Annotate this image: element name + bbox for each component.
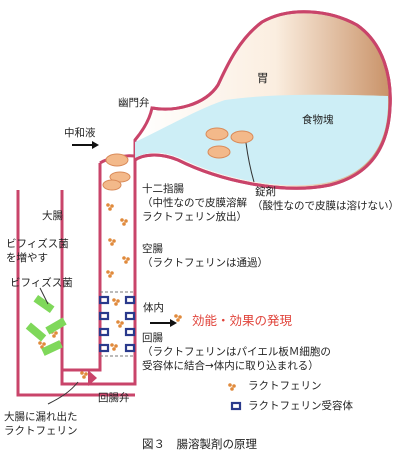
ileum-note-2: 受容体に結合→体内に取り込まれる） <box>142 360 319 372</box>
duodenum-note-1: （中性なので皮膜溶解 <box>142 197 247 209</box>
tablets-in-duodenum <box>102 153 131 191</box>
gastric-fluid <box>135 94 389 186</box>
legend-dots-symbol <box>228 383 236 391</box>
large-intestine-label: 大腸 <box>42 210 63 222</box>
ileum-title: 回腸 <box>142 332 163 344</box>
ileocecal-valve <box>88 370 97 386</box>
leaked-lactoferrin-1: 大腸に漏れ出た <box>4 411 78 423</box>
duodenum-title: 十二指腸 <box>142 183 184 195</box>
bifidus-bacteria <box>25 294 67 356</box>
tablet-note: （酸性なので皮膜は溶けない） <box>252 200 399 212</box>
small-intestine-right-wall <box>60 160 137 386</box>
duodenum-note-2: ラクトフェリン放出） <box>142 211 247 223</box>
food-label: 食物塊 <box>302 114 334 126</box>
tablet-title: 錠剤 <box>255 186 276 198</box>
legend-label-lactoferrin: ラクトフェリン <box>248 380 322 392</box>
arrows <box>72 141 177 327</box>
ileum-note-1: （ラクトフェリンはパイエル板Ｍ細胞の <box>142 346 331 358</box>
large-intestine-wall <box>16 190 135 397</box>
pointer-lines <box>39 142 255 405</box>
bifidus-label: ビフィズス菌 <box>10 277 73 289</box>
leaked-lactoferrin-2: ラクトフェリン <box>4 425 78 437</box>
figure-caption: 図３ 腸溶製剤の原理 <box>142 437 257 451</box>
stomach-wall <box>134 10 392 190</box>
jejunum-note: （ラクトフェリンは通過） <box>142 257 268 269</box>
bifidus-increase-1: ビフィズス菌 <box>6 238 69 250</box>
jejunum-title: 空腸 <box>142 243 163 255</box>
tablets-in-stomach <box>205 127 254 159</box>
legend-label-receptor: ラクトフェリン受容体 <box>248 400 353 412</box>
body-interior-label: 体内 <box>143 302 164 314</box>
bifidus-increase-2: を増やす <box>6 252 48 264</box>
stomach-label: 胃 <box>257 71 269 85</box>
ileocecal-valve-label: 回腸弁 <box>98 392 130 404</box>
legend-receptor-symbol <box>230 401 242 411</box>
neutralizer-label: 中和液 <box>64 127 96 139</box>
effect-label: 効能・効果の発現 <box>192 313 293 328</box>
pylorus-label: 幽門弁 <box>118 97 150 109</box>
